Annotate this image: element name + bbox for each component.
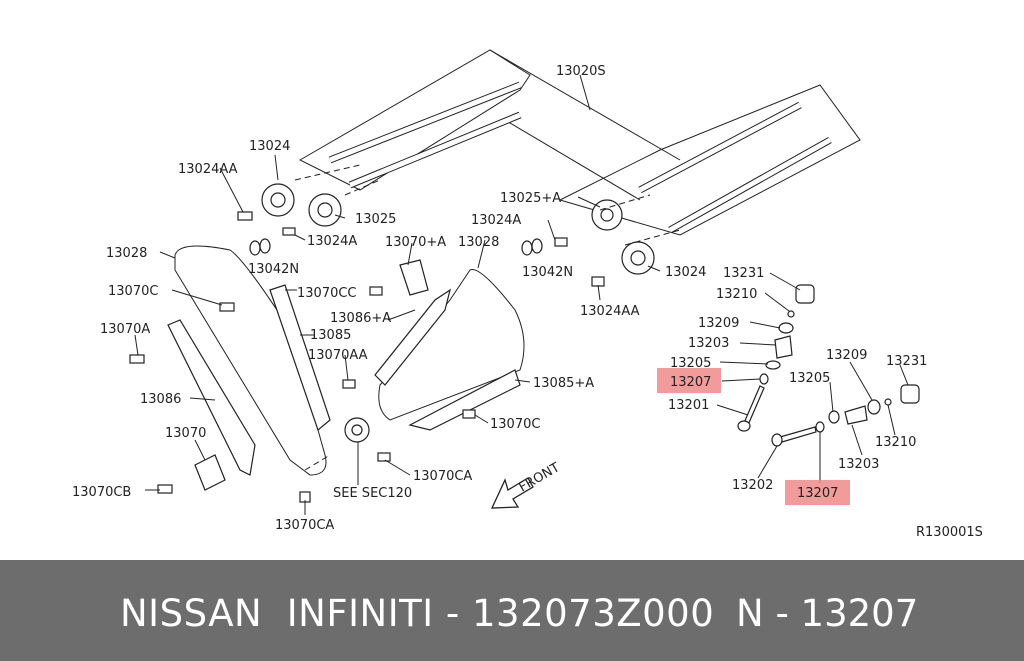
part-number-footer: NISSAN INFINITI - 132073Z000 N - 13207 <box>0 560 1024 661</box>
highlight-13207-right <box>785 480 850 505</box>
gear-sec120 <box>344 417 370 443</box>
sprocket-13025A <box>591 199 623 231</box>
label-13209-left: 13209 <box>698 316 739 331</box>
label-13205-left: 13205 <box>670 356 711 371</box>
label-13024A-right: 13024A <box>471 213 521 228</box>
sprocket-13024 <box>261 183 295 217</box>
label-13210-top: 13210 <box>716 287 757 302</box>
label-13042N-right: 13042N <box>522 265 573 280</box>
tensioner-13070A <box>399 259 429 296</box>
label-13070CB: 13070CB <box>72 485 131 500</box>
label-13207-right: 13207 <box>797 486 838 501</box>
label-13210-right: 13210 <box>875 435 916 450</box>
sprocket-13024-right <box>621 241 655 275</box>
camshaft-left-1 <box>328 81 522 164</box>
label-13203-right: 13203 <box>838 457 879 472</box>
camshaft-assembly <box>298 49 861 236</box>
valve-train-right <box>771 384 920 447</box>
parts-diagram: FRONT 13020S 13024 13024AA 13025 13024A … <box>72 49 983 540</box>
label-13070C-left: 13070C <box>108 284 158 299</box>
sprocket-13025 <box>308 193 342 227</box>
tensioner-13070 <box>194 454 226 491</box>
label-13201: 13201 <box>668 398 709 413</box>
label-13231-top: 13231 <box>723 266 764 281</box>
label-13024-right: 13024 <box>665 265 706 280</box>
highlight-13207-left <box>657 368 721 393</box>
label-13025A: 13025+A <box>500 191 561 206</box>
label-see-sec120: SEE SEC120 <box>333 486 412 501</box>
label-13028-left: 13028 <box>106 246 147 261</box>
part-labels: 13020S 13024 13024AA 13025 13024A 13042N… <box>72 64 983 540</box>
camshaft-right-2 <box>668 136 832 234</box>
camshaft-right-1 <box>638 101 802 194</box>
label-13024A-left: 13024A <box>307 234 357 249</box>
label-13203-left: 13203 <box>688 336 729 351</box>
label-13070CA-right: 13070CA <box>413 469 472 484</box>
label-13042N-left: 13042N <box>248 262 299 277</box>
guide-13085A <box>408 369 521 431</box>
leader-lines <box>134 74 909 515</box>
timing-chain-right <box>378 269 525 421</box>
label-13028-mid: 13028 <box>458 235 499 250</box>
guide-13085 <box>269 284 331 432</box>
label-13070A: 13070A <box>100 322 150 337</box>
label-13231-right: 13231 <box>886 354 927 369</box>
label-13070CA-bottom: 13070CA <box>275 518 334 533</box>
label-13205-right: 13205 <box>789 371 830 386</box>
label-13086A: 13086+A <box>330 311 391 326</box>
camshaft-left-2 <box>348 111 522 189</box>
label-13070CC: 13070CC <box>297 286 357 301</box>
footer-part-number: NISSAN INFINITI - 132073Z000 <box>120 592 715 635</box>
label-13085: 13085 <box>310 328 351 343</box>
label-13070A-plus: 13070+A <box>385 235 446 250</box>
label-13070: 13070 <box>165 426 206 441</box>
label-13207-left: 13207 <box>670 375 711 390</box>
washers-13042N-right <box>521 238 543 256</box>
label-13025: 13025 <box>355 212 396 227</box>
guide-13086 <box>167 319 256 476</box>
label-13085A: 13085+A <box>533 376 594 391</box>
alignment-lines <box>294 164 681 471</box>
label-13209-right: 13209 <box>826 348 867 363</box>
front-arrow: FRONT <box>490 460 563 509</box>
label-13024AA-right: 13024AA <box>580 304 640 319</box>
label-13024AA-top: 13024AA <box>178 162 238 177</box>
label-13070C-right: 13070C <box>490 417 540 432</box>
valve-train-left <box>737 284 815 432</box>
guide-13086A <box>374 288 451 386</box>
label-13202: 13202 <box>732 478 773 493</box>
label-13020S: 13020S <box>556 64 606 79</box>
footer-diagram-code: N - 13207 <box>736 592 919 635</box>
timing-chain-left <box>174 245 327 476</box>
label-13070AA: 13070AA <box>308 348 368 363</box>
washers-13042N-left <box>249 238 271 256</box>
label-13024: 13024 <box>249 139 290 154</box>
label-13086: 13086 <box>140 392 181 407</box>
reference-code: R130001S <box>916 525 983 540</box>
front-label: FRONT <box>517 460 563 495</box>
